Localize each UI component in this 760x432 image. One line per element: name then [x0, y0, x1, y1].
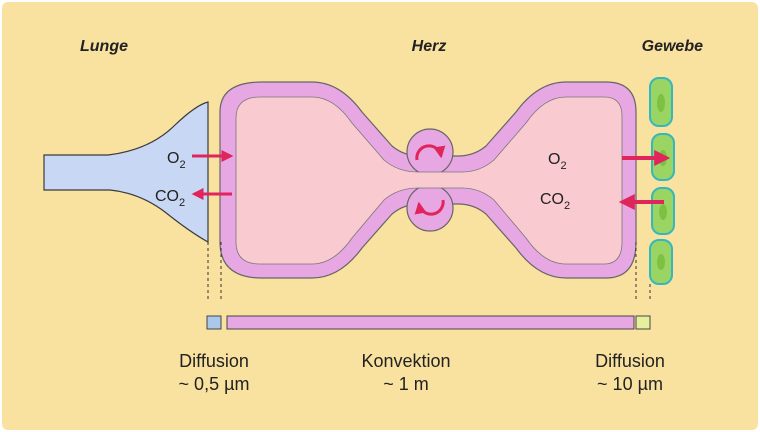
heart-label: Herz [412, 38, 447, 55]
circular-arrow-icon [415, 144, 446, 161]
co2-lung-label: CO2 [155, 188, 185, 209]
convection-distance: ~ 1 m [383, 374, 429, 394]
convection-mode: Konvektion [361, 351, 450, 371]
o2-lung-label: O2 [167, 150, 186, 171]
distance-guides [207, 242, 651, 300]
pump-bulge-top [406, 128, 454, 176]
lung-diffusion-mode: Diffusion [179, 351, 249, 371]
tissue-label: Gewebe [642, 38, 703, 55]
lung-diffusion-bar [206, 315, 222, 330]
o2-tissue-label: O2 [548, 151, 567, 172]
lung-label: Lunge [80, 38, 128, 55]
co2-tissue-label: CO2 [540, 191, 570, 212]
tissue-diffusion-mode: Diffusion [595, 351, 665, 371]
pump-bulge-bottom [406, 184, 454, 232]
tissue-cells [649, 77, 675, 285]
convection-bar [226, 315, 635, 330]
circular-arrow-icon [414, 199, 445, 216]
vessel-inner [235, 96, 623, 265]
tissue-diffusion-bar [635, 315, 651, 330]
tissue-diffusion-distance: ~ 10 µm [597, 374, 663, 394]
lung-diffusion-distance: ~ 0,5 µm [179, 374, 250, 394]
lung-shape [43, 101, 209, 244]
